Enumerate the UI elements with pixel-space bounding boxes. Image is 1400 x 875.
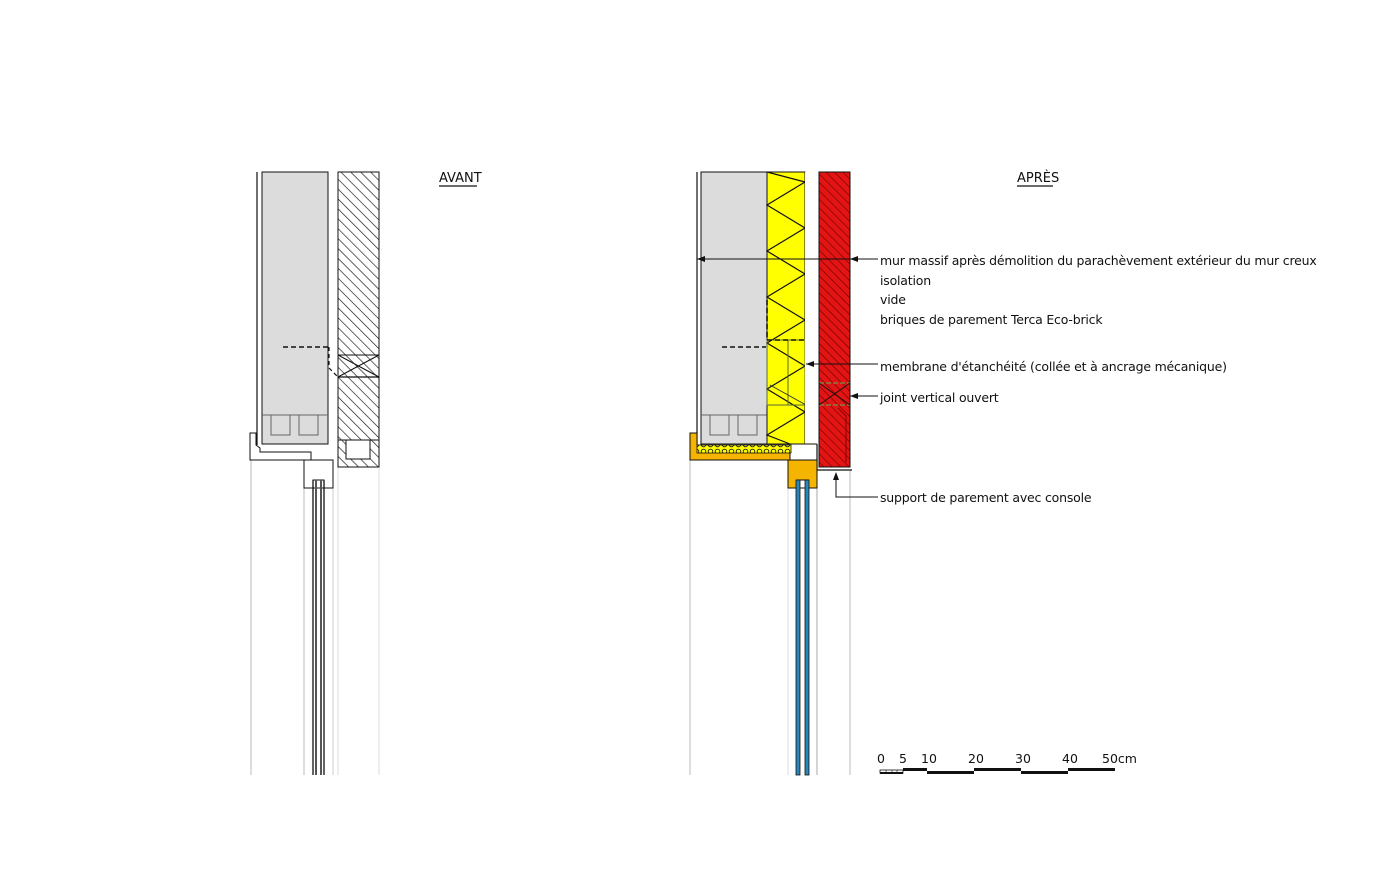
scale-tick-50: 50cm: [1102, 751, 1137, 766]
section-after: APRÈS: [689, 170, 1059, 776]
annotations: mur massif après démolition du parachève…: [879, 253, 1317, 505]
section-title-before: AVANT: [439, 171, 482, 186]
label-insulation: isolation: [880, 273, 931, 288]
label-open-joint: joint vertical ouvert: [879, 390, 999, 405]
scale-tick-5: 5: [899, 751, 907, 766]
label-cavity: vide: [880, 292, 906, 307]
section-title-after: APRÈS: [1017, 170, 1059, 186]
scale-tick-20: 20: [968, 751, 984, 766]
scale-bar: 0 5 10 20 30 40 50cm: [877, 751, 1137, 774]
label-console-support: support de parement avec console: [880, 490, 1092, 505]
scale-tick-40: 40: [1062, 751, 1078, 766]
scale-tick-30: 30: [1015, 751, 1031, 766]
scale-tick-0: 0: [877, 751, 885, 766]
section-before: AVANT: [249, 171, 482, 775]
label-massive-wall: mur massif après démolition du parachève…: [880, 253, 1317, 268]
label-facing-bricks: briques de parement Terca Eco-brick: [880, 312, 1103, 327]
scale-tick-10: 10: [921, 751, 937, 766]
label-membrane: membrane d'étanchéité (collée et à ancra…: [880, 359, 1227, 374]
